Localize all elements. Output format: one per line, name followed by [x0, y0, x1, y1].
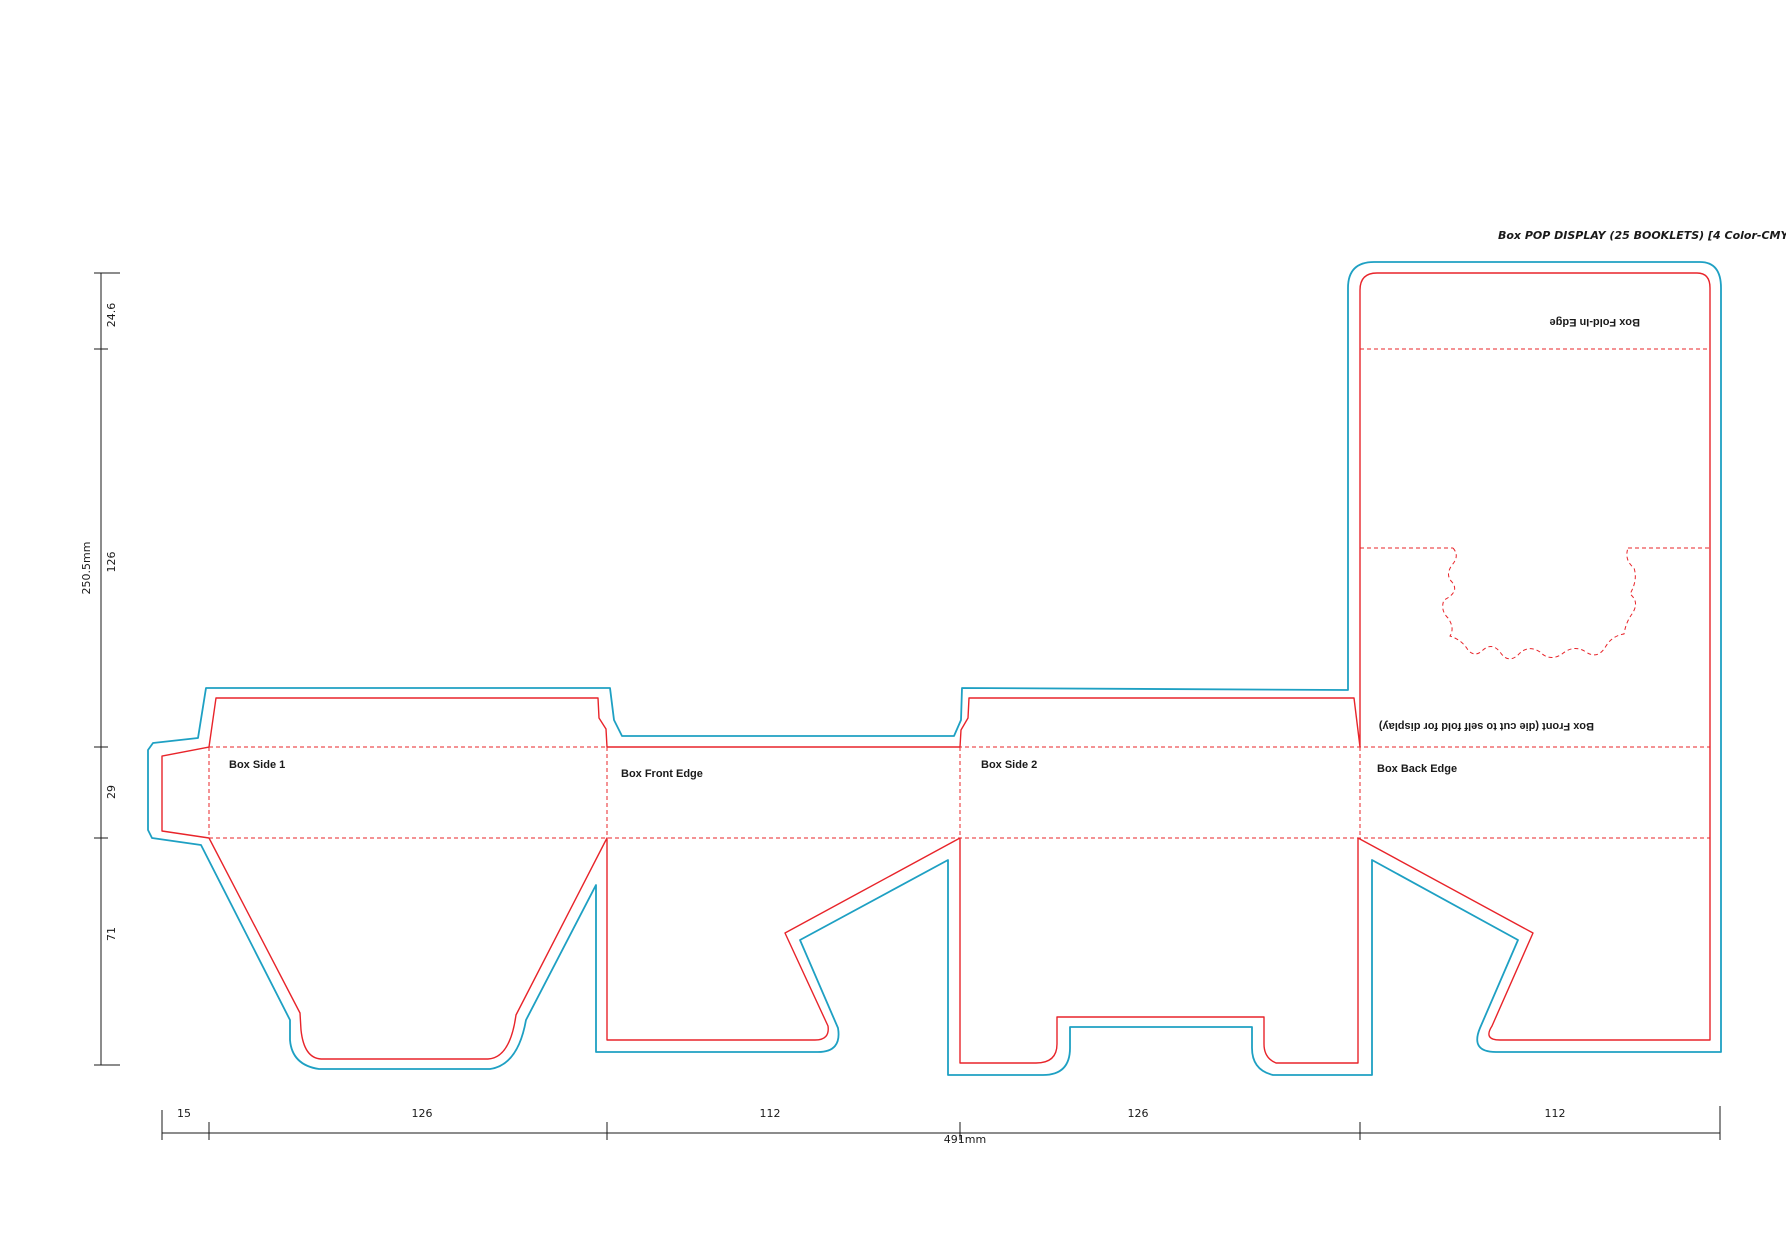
dim-total-height: 250.5mm [80, 542, 93, 595]
cut-outline [161, 272, 1711, 1064]
horizontal-dimension: 15 126 112 126 112 491mm [161, 1106, 1721, 1146]
dim-width-112-b: 112 [1545, 1107, 1566, 1120]
label-box-front: Box Front (die cut to self fold for disp… [1379, 720, 1594, 732]
label-box-side-1: Box Side 1 [229, 759, 285, 771]
dim-width-126-b: 126 [1128, 1107, 1149, 1120]
label-box-side-2: Box Side 2 [981, 759, 1037, 771]
label-box-back-edge: Box Back Edge [1377, 763, 1457, 775]
dim-height-24-6: 24.6 [105, 303, 118, 328]
panel-labels: Box Side 1 Box Front Edge Box Side 2 Box… [229, 316, 1640, 780]
dim-width-15: 15 [177, 1107, 191, 1120]
dim-height-126: 126 [105, 552, 118, 573]
label-box-fold-in-edge: Box Fold-In Edge [1550, 316, 1640, 328]
dim-width-126-a: 126 [412, 1107, 433, 1120]
bleed-outline [147, 261, 1722, 1076]
dim-width-112-a: 112 [760, 1107, 781, 1120]
dim-height-71: 71 [105, 927, 118, 941]
fold-lines [208, 348, 1710, 839]
dim-height-29: 29 [105, 785, 118, 799]
dim-total-width: 491mm [944, 1133, 986, 1146]
die-cut-scallop [1442, 547, 1636, 660]
label-box-front-edge: Box Front Edge [621, 768, 703, 780]
drawing-title: Box POP DISPLAY (25 BOOKLETS) [4 Color-C… [1498, 229, 1786, 242]
vertical-dimension: 24.6 126 29 71 250.5mm [80, 272, 120, 1066]
